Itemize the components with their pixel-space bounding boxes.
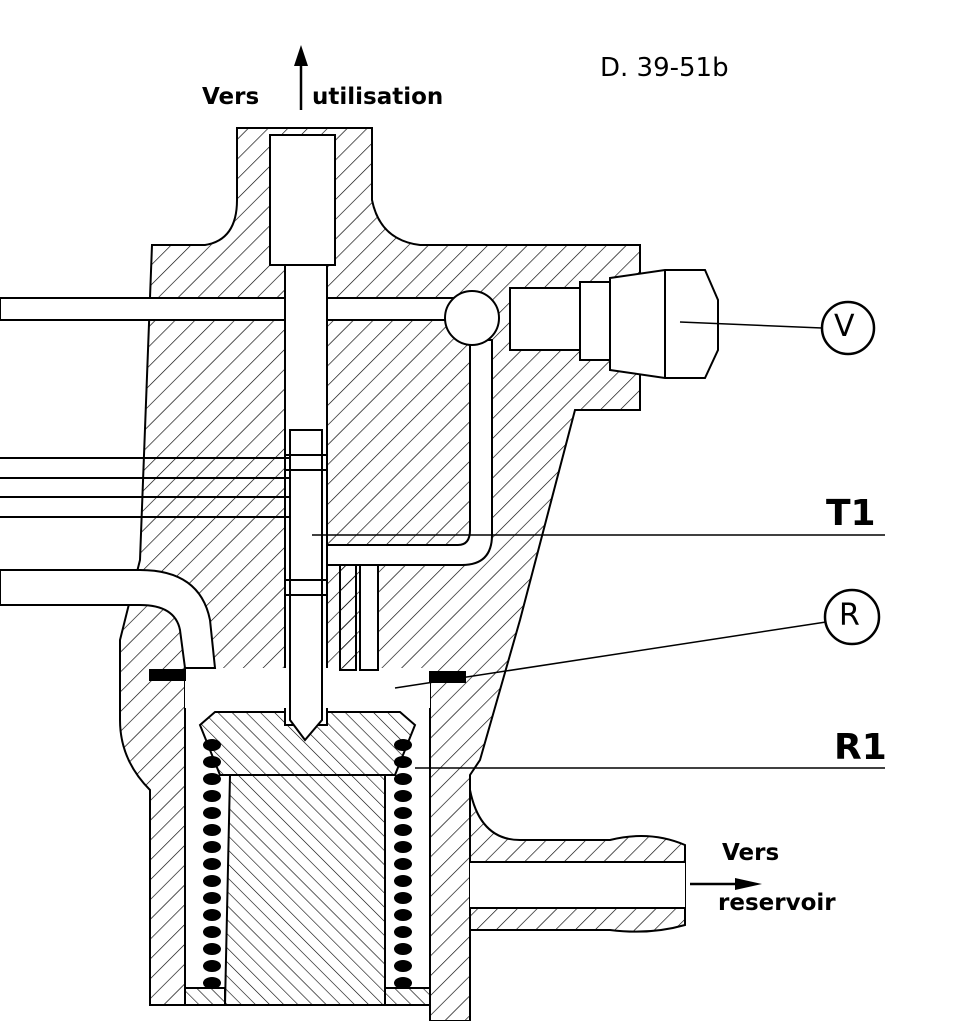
spring-coil	[203, 892, 221, 904]
spring-coil	[394, 943, 412, 955]
return-passage	[326, 339, 493, 566]
callout-r: R	[839, 598, 860, 633]
spring-coil	[394, 773, 412, 785]
top-outlet-prefix: Vers	[202, 84, 260, 110]
spring-coil	[203, 773, 221, 785]
spring-coil	[394, 960, 412, 972]
top-outlet-bore	[269, 134, 336, 266]
valve-seat	[198, 711, 417, 776]
callout-t1: T1	[826, 493, 876, 534]
reservoir-outlet-spigot	[469, 789, 686, 933]
spring-coil	[203, 790, 221, 802]
spring-coil	[394, 909, 412, 921]
callout-v: V	[834, 309, 855, 344]
right-outlet-label: reservoir	[718, 890, 836, 916]
spring	[203, 739, 412, 989]
drawing-reference: D. 39-51b	[600, 53, 729, 83]
horizontal-passage	[0, 297, 471, 321]
spring-coil	[203, 875, 221, 887]
spring-coil	[394, 790, 412, 802]
spring-coil	[394, 807, 412, 819]
spring-coil	[394, 824, 412, 836]
valve-stem	[289, 429, 323, 742]
spring-coil	[203, 807, 221, 819]
check-ball	[444, 290, 500, 346]
left-pipe	[0, 569, 217, 669]
spring-coil	[203, 926, 221, 938]
spring-coil	[203, 841, 221, 853]
spring-coil	[203, 960, 221, 972]
spring-coil	[394, 926, 412, 938]
valve-body	[119, 127, 641, 1021]
spring-coil	[394, 739, 412, 751]
spring-coil	[203, 858, 221, 870]
callout-r1: R1	[834, 727, 887, 768]
piston	[223, 774, 386, 1006]
spring-coil	[394, 756, 412, 768]
spring-coil	[203, 756, 221, 768]
spring-coil	[203, 739, 221, 751]
callout-v-circle	[820, 300, 876, 356]
spring-coil	[203, 943, 221, 955]
spring-coil	[394, 841, 412, 853]
fitting-body	[509, 287, 581, 351]
spring-coil	[203, 909, 221, 921]
spring-coil	[394, 977, 412, 989]
spring-coil	[394, 875, 412, 887]
spring-coil	[394, 858, 412, 870]
callout-r-circle	[823, 588, 881, 646]
leader-r	[394, 621, 827, 689]
right-outlet-prefix: Vers	[722, 840, 780, 866]
spring-coil	[394, 892, 412, 904]
spring-coil	[203, 824, 221, 836]
leader-v	[679, 321, 823, 329]
spring-coil	[203, 977, 221, 989]
arrow-right-icon	[735, 878, 762, 890]
top-outlet-label: utilisation	[312, 84, 444, 110]
arrow-up-icon	[294, 45, 308, 66]
